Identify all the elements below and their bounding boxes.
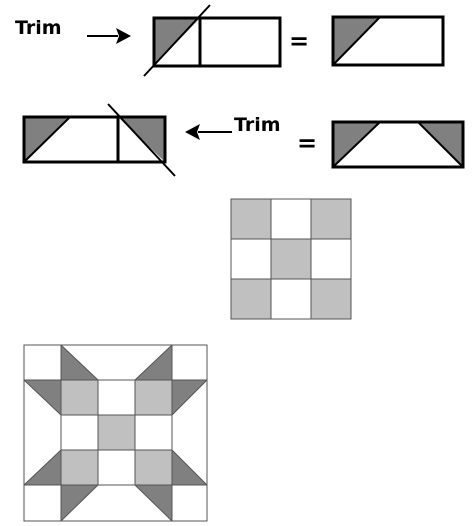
nine-patch-cell	[270, 278, 312, 320]
trim-cut-line-top	[143, 4, 211, 77]
nine-patch-cell	[270, 238, 312, 280]
arrow-right-icon	[87, 28, 131, 44]
nine-patch-cell	[310, 278, 352, 320]
equals-sign-middle: =	[297, 129, 317, 157]
unit-before-trim-top	[143, 4, 282, 77]
quilt-block	[23, 344, 208, 522]
top-trim-step: Trim =	[15, 4, 445, 77]
middle-trim-step: Trim =	[22, 103, 465, 177]
nine-patch-block	[230, 198, 352, 320]
unit-after-trim-middle	[331, 120, 465, 169]
trim-label-top: Trim	[15, 17, 62, 39]
nine-patch-cell	[310, 238, 352, 280]
nine-patch-cell	[230, 198, 272, 240]
unit-after-trim-top	[331, 15, 445, 67]
trim-label-middle: Trim	[234, 114, 281, 136]
nine-patch-cell	[230, 278, 272, 320]
nine-patch-cell	[270, 198, 312, 240]
arrow-left-icon	[185, 124, 232, 140]
unit-before-trim-middle	[22, 103, 176, 177]
nine-patch-cell	[310, 198, 352, 240]
nine-patch-cell	[230, 238, 272, 280]
trim-cut-line-middle	[107, 103, 176, 177]
equals-sign-top: =	[289, 27, 309, 55]
